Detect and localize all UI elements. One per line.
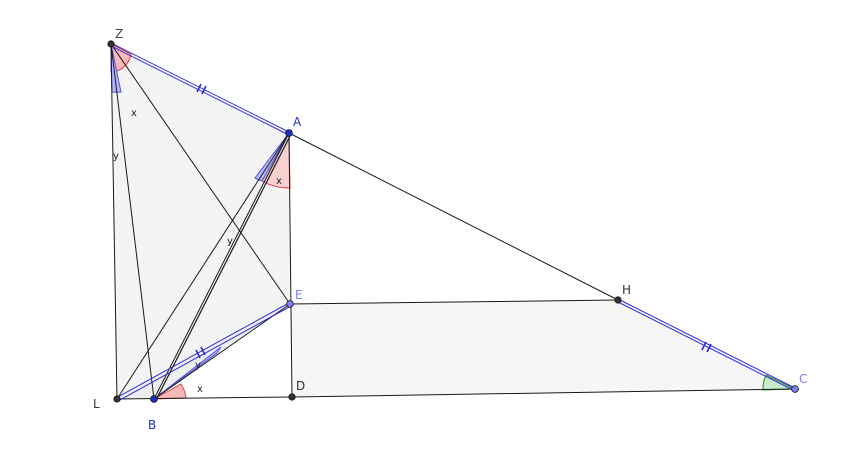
segment-D-C [291, 388, 796, 398]
segment-H-C-blue-a [617, 298, 796, 389]
segment-L-D [116, 396, 293, 400]
segment-A-B-1 [153, 132, 290, 400]
label-L: L [93, 397, 100, 411]
segment-A-C [288, 132, 619, 301]
label-C: C [799, 372, 807, 386]
angle-label-y-B: y [195, 360, 201, 371]
quad-EHCD-fill [290, 300, 795, 397]
segment-Z-B [110, 43, 155, 400]
segment-A-D [288, 132, 293, 398]
point-L[interactable] [113, 395, 121, 403]
segment-Z-A-blue-b [110, 45, 290, 136]
angle-label-x-A: x [276, 176, 282, 187]
label-B: B [148, 418, 156, 432]
label-E: E [295, 288, 303, 302]
segment-Z-L [110, 43, 118, 400]
tick-ZA-1 [196, 83, 202, 93]
tick-LE-1 [195, 349, 201, 359]
angle-label-y-Z: y [113, 151, 119, 162]
point-C[interactable] [791, 385, 799, 393]
label-Z: Z [115, 27, 123, 41]
segment-E-H [289, 299, 619, 305]
tick-ZA-2 [201, 85, 207, 95]
point-D[interactable] [288, 393, 296, 401]
point-B[interactable] [150, 395, 158, 403]
point-E[interactable] [286, 300, 294, 308]
tick-HC-1 [701, 341, 707, 351]
label-H: H [622, 283, 631, 297]
point-Z[interactable] [107, 40, 115, 48]
point-A[interactable] [285, 129, 293, 137]
segment-A-B-2 [155, 133, 292, 401]
tick-LE-2 [200, 346, 206, 356]
segment-E-B [153, 303, 291, 400]
label-D: D [296, 379, 305, 393]
segment-Z-E [110, 43, 291, 305]
label-A: A [293, 115, 302, 129]
point-H[interactable] [614, 296, 622, 304]
angle-label-y-A: y [227, 236, 233, 247]
segment-A-L [116, 132, 290, 400]
segment-H-C-blue-b [617, 301, 796, 392]
angle-label-x-Z: x [131, 108, 137, 119]
quad-ZALB-fill [111, 44, 290, 399]
tick-HC-2 [706, 343, 712, 353]
angle-label-x-B: x [197, 384, 203, 395]
angle-y-at-B [153, 346, 222, 400]
